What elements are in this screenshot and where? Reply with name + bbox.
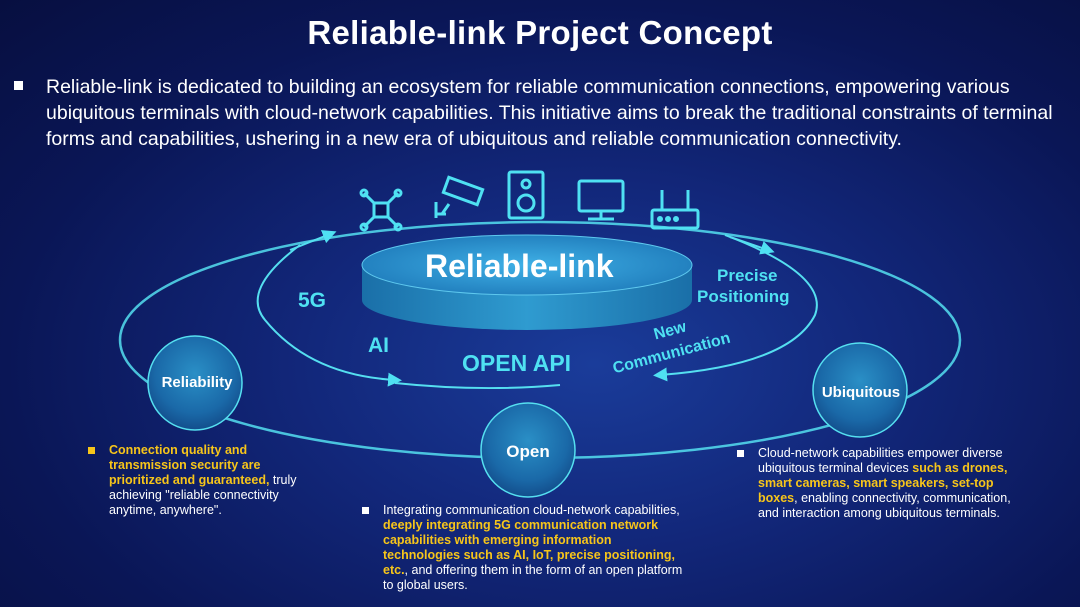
platform-label: Reliable-link [425, 248, 614, 284]
bullet-square [14, 81, 23, 90]
bullet-square [362, 507, 369, 514]
drone-icon [359, 188, 403, 232]
ubiquitous-description: Cloud-network capabilities empower diver… [737, 446, 1015, 521]
camera-icon [434, 175, 485, 218]
bullet-square [88, 447, 95, 454]
router-icon [650, 190, 700, 230]
label-positioning: Positioning [697, 287, 790, 306]
open-description: Integrating communication cloud-network … [362, 503, 690, 593]
bullet-square [737, 450, 744, 457]
inner-orbit-right [653, 234, 818, 382]
inner-orbit-right-arrow [729, 236, 775, 255]
label-ai: AI [368, 334, 389, 357]
inner-orbit-top-left [256, 244, 402, 387]
label-5g: 5G [298, 289, 327, 312]
ubiquitous-label: Ubiquitous [821, 384, 901, 401]
label-open-api: OPEN API [462, 350, 572, 376]
inner-orbit-bottom [394, 382, 561, 390]
ubiquitous-circle [812, 342, 908, 438]
reliability-circle [147, 335, 243, 431]
platform-cylinder [361, 234, 693, 330]
open-circle [480, 402, 576, 498]
intro-text: Reliable-link is dedicated to building a… [46, 76, 1053, 150]
slide-title: Reliable-link Project Concept [307, 14, 773, 51]
reliability-label: Reliability [161, 374, 233, 391]
reliability-description: Connection quality and transmission secu… [88, 443, 298, 518]
monitor-icon [577, 179, 625, 221]
inner-orbit-start-arrow [289, 230, 337, 251]
open-label: Open [506, 442, 550, 461]
speaker-icon [507, 170, 545, 220]
label-precise: Precise [717, 266, 778, 285]
